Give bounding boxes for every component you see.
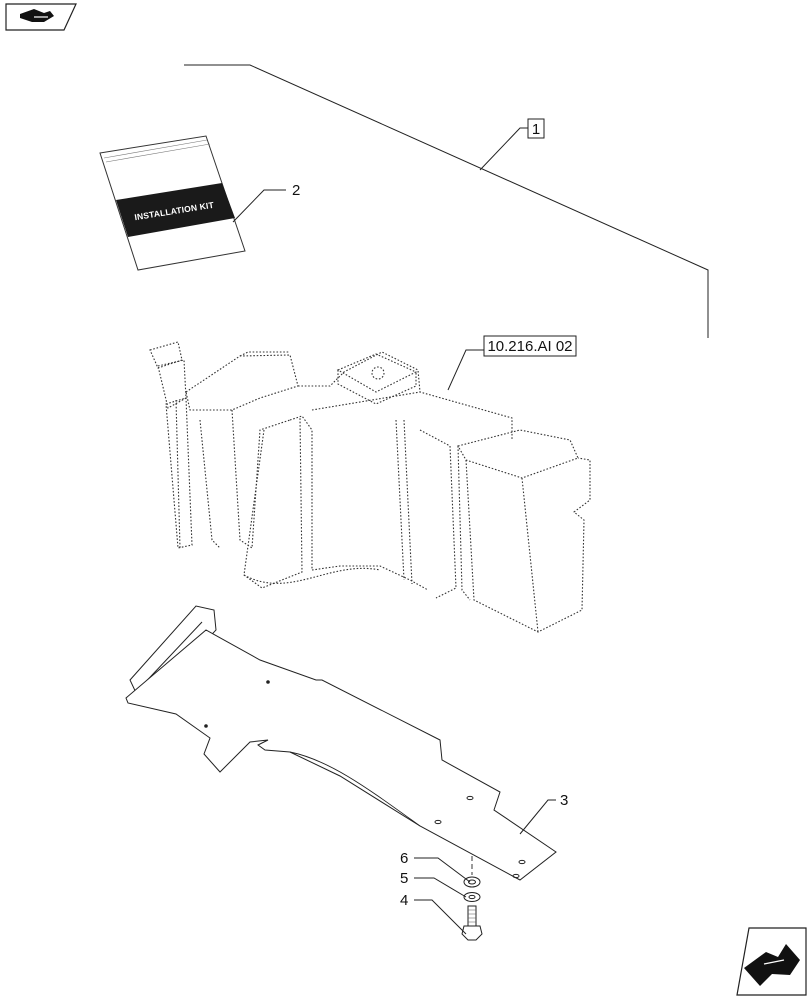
callout-1-leader <box>184 64 709 338</box>
callout-1[interactable]: 1 <box>527 118 545 139</box>
callout-4-leader <box>414 899 467 935</box>
callout-3-leader <box>519 799 556 835</box>
bolt-part-4 <box>461 905 483 941</box>
nut-part-6 <box>463 876 481 888</box>
callout-4-label[interactable]: 4 <box>400 892 408 909</box>
tank-reference-outline <box>149 341 591 633</box>
back-arrow-icon[interactable] <box>5 3 77 31</box>
callout-2-leader <box>232 189 286 223</box>
guard-plate <box>125 605 557 881</box>
reference-callout[interactable]: 10.216.AI 02 <box>483 335 577 357</box>
callout-5-label[interactable]: 5 <box>400 870 408 887</box>
ref-leader <box>447 349 484 391</box>
callout-5-leader <box>414 877 467 898</box>
callout-6-leader <box>414 857 471 883</box>
next-arrow-icon[interactable] <box>736 927 807 996</box>
installation-kit-booklet: INSTALLATION KIT <box>99 135 246 271</box>
callout-1-label: 1 <box>532 121 540 138</box>
washer-part-5 <box>463 892 481 902</box>
callout-6-label[interactable]: 6 <box>400 850 408 867</box>
callout-3-label[interactable]: 3 <box>560 792 568 809</box>
reference-label: 10.216.AI 02 <box>487 338 572 355</box>
callout-2-label[interactable]: 2 <box>292 182 300 199</box>
